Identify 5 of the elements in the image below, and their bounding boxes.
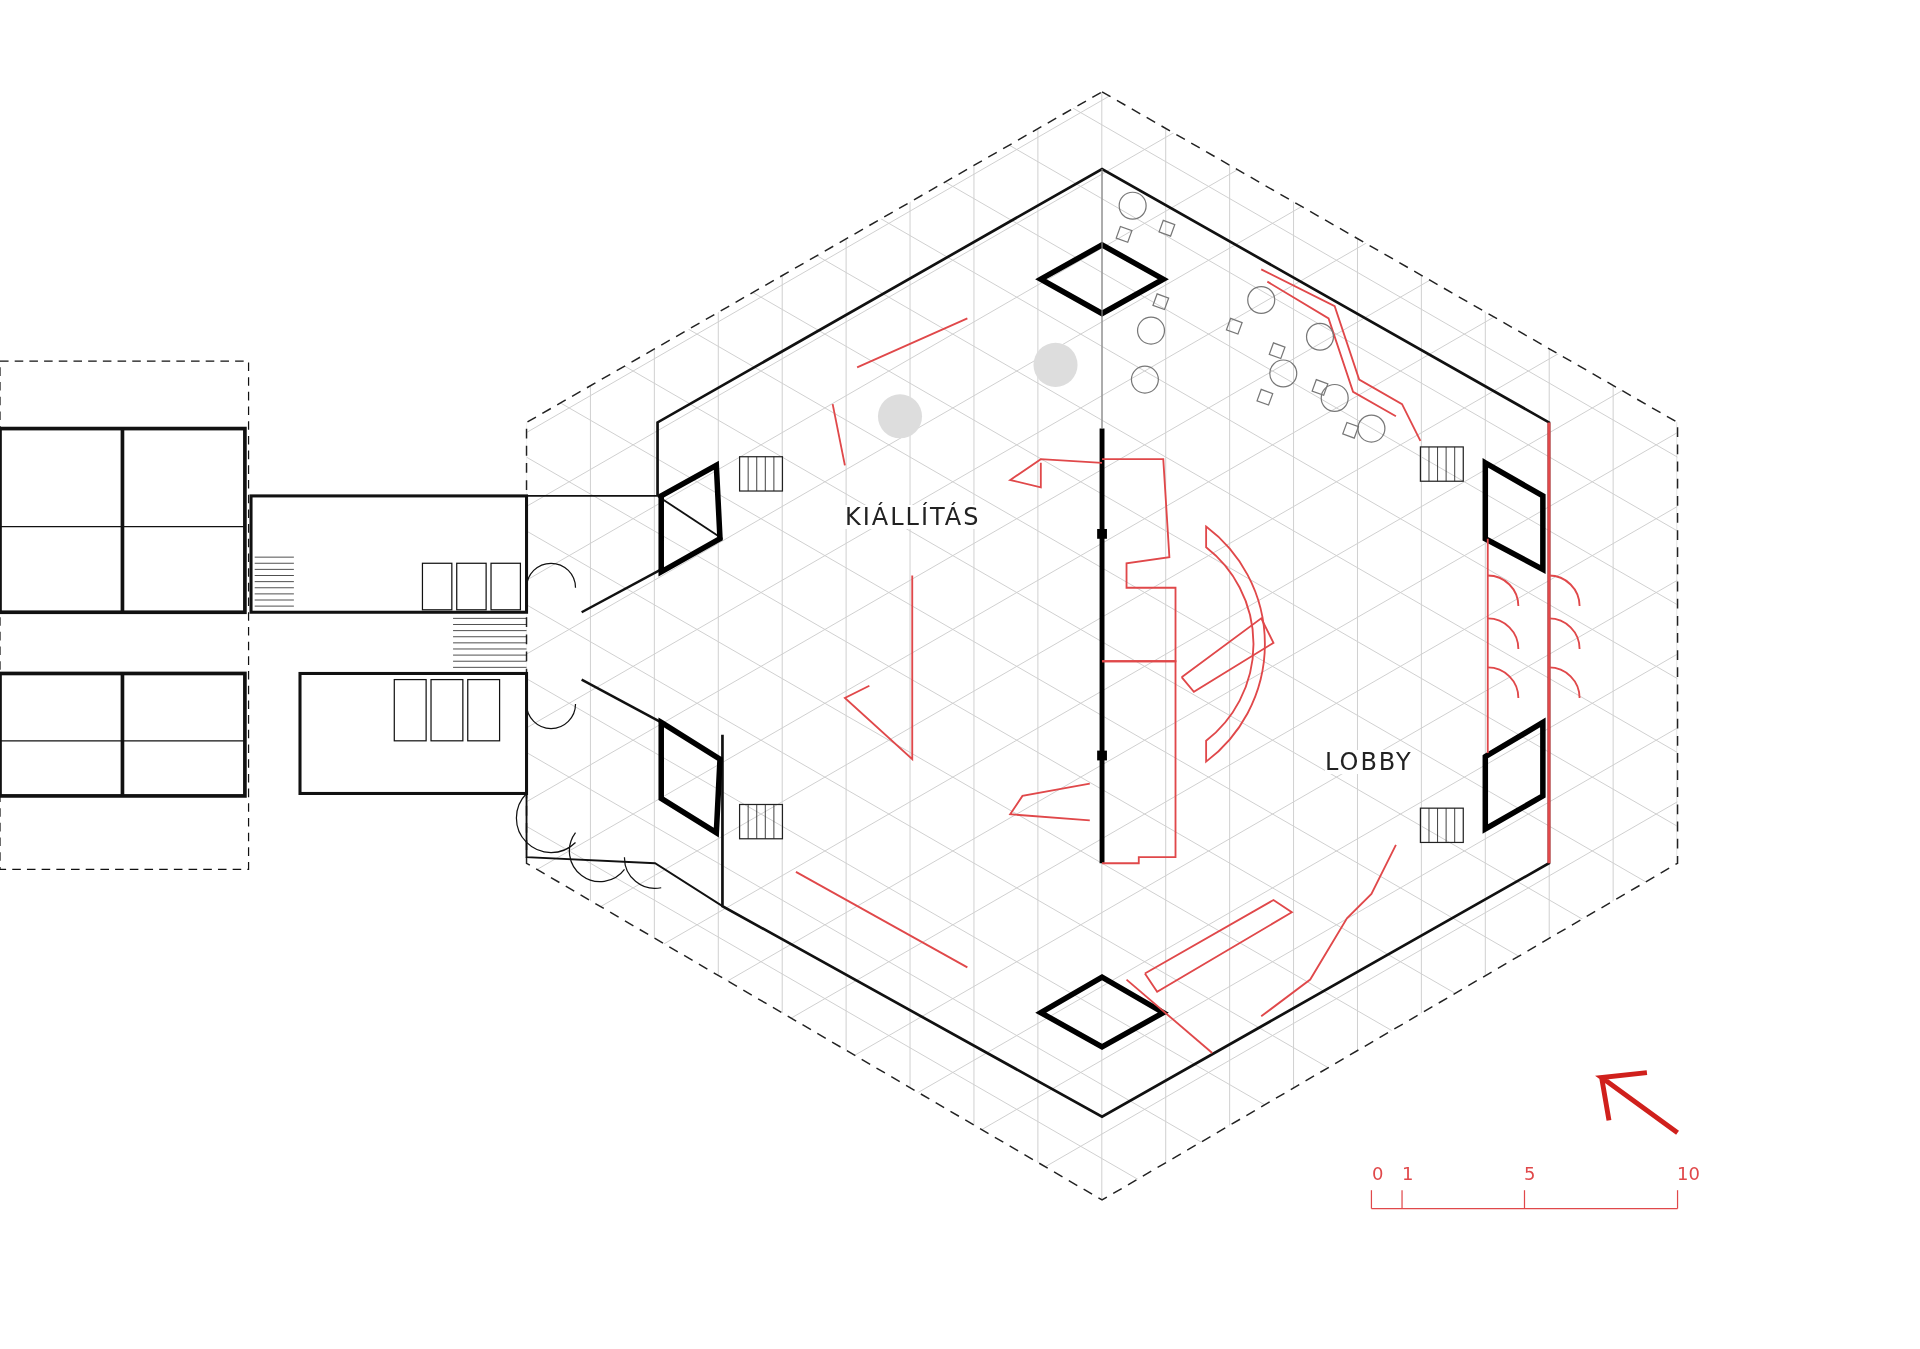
- scale-number: 0: [1372, 1165, 1384, 1183]
- scale-number: 10: [1677, 1165, 1700, 1183]
- room-label: LOBBY: [1325, 750, 1413, 774]
- scale-number: 5: [1524, 1165, 1536, 1183]
- scale-number: 1: [1402, 1165, 1414, 1183]
